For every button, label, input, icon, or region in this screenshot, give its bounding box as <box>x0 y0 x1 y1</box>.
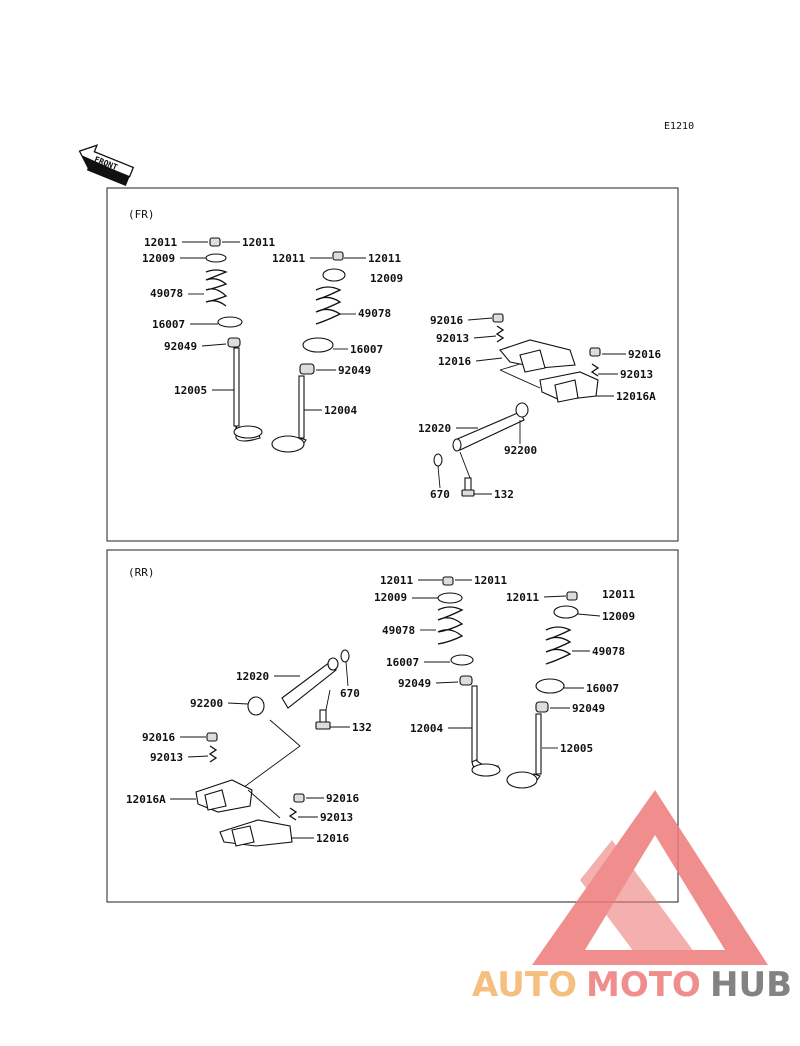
rr-label: 670 <box>340 687 360 700</box>
rr-label: 92016 <box>142 731 175 744</box>
rr-label: 132 <box>352 721 372 734</box>
fr-label: 92200 <box>504 444 537 457</box>
fr-label: 92049 <box>338 364 371 377</box>
rr-label: 12009 <box>374 591 407 604</box>
fr-label: 92013 <box>620 368 653 381</box>
fr-label: 12009 <box>370 272 403 285</box>
fr-label: 12016 <box>438 355 471 368</box>
rr-label: 16007 <box>586 682 619 695</box>
logo-triangle-icon <box>532 790 768 965</box>
fr-label: 16007 <box>350 343 383 356</box>
fr-rocker-assembly <box>433 313 601 497</box>
fr-label: 92013 <box>436 332 469 345</box>
logo-text-hub: HUB <box>710 965 792 1005</box>
fr-label: 16007 <box>152 318 185 331</box>
fr-label: 670 <box>430 488 450 501</box>
fr-label: 92016 <box>628 348 661 361</box>
fr-label: 12009 <box>142 252 175 265</box>
automotohub-logo: AUTO MOTO HUB <box>472 790 792 1005</box>
fr-label: 12011 <box>242 236 275 249</box>
logo-text-auto: AUTO <box>472 965 577 1005</box>
rr-panel: (RR) <box>106 549 679 903</box>
rr-label: 92049 <box>572 702 605 715</box>
fr-label: 12011 <box>272 252 305 265</box>
rr-label: 12011 <box>474 574 507 587</box>
rr-label: 49078 <box>592 645 625 658</box>
rr-label: 16007 <box>386 656 419 669</box>
rr-label: 12005 <box>560 742 593 755</box>
rr-label: 12011 <box>602 588 635 601</box>
fr-valve-right <box>271 251 346 453</box>
fr-label: 132 <box>494 488 514 501</box>
fr-label: 12011 <box>144 236 177 249</box>
fr-label: 12011 <box>368 252 401 265</box>
rr-label: 49078 <box>382 624 415 637</box>
rr-label: 12011 <box>380 574 413 587</box>
fr-label: 12004 <box>324 404 357 417</box>
rr-label: 92013 <box>150 751 183 764</box>
front-arrow-icon: FRONT <box>78 144 135 187</box>
fr-label: 49078 <box>150 287 183 300</box>
fr-valve-left <box>205 237 263 442</box>
fr-title: (FR) <box>128 208 155 221</box>
rr-label: 92013 <box>320 811 353 824</box>
rr-label: 12011 <box>506 591 539 604</box>
diagram-code: E1210 <box>664 121 694 132</box>
rr-label: 12004 <box>410 722 443 735</box>
fr-label: 12005 <box>174 384 207 397</box>
rr-label: 12020 <box>236 670 269 683</box>
logo-text-moto: MOTO <box>586 965 701 1005</box>
rr-title: (RR) <box>128 566 155 579</box>
fr-label: 12016A <box>616 390 656 403</box>
rr-label: 92049 <box>398 677 431 690</box>
rr-label: 12016A <box>126 793 166 806</box>
rr-valve-right <box>506 591 579 789</box>
fr-label: 92049 <box>164 340 197 353</box>
fr-label: 92016 <box>430 314 463 327</box>
rr-label: 12009 <box>602 610 635 623</box>
fr-label: 49078 <box>358 307 391 320</box>
rr-label: 92200 <box>190 697 223 710</box>
rr-rocker-assembly <box>195 649 350 847</box>
fr-panel: (FR) <box>106 187 679 542</box>
rr-label: 12016 <box>316 832 349 845</box>
fr-label: 12020 <box>418 422 451 435</box>
rr-label: 92016 <box>326 792 359 805</box>
rr-valve-left <box>437 576 501 777</box>
